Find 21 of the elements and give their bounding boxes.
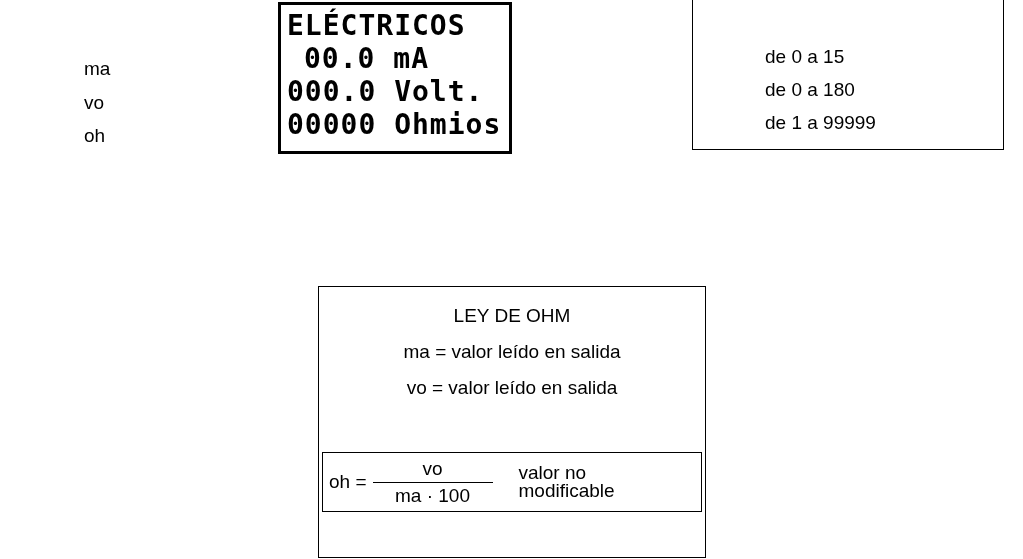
formula-box [322, 452, 702, 512]
variable-label: vo [84, 92, 105, 114]
range-box [692, 0, 1004, 150]
definition-text: ma = valor leído en salida [403, 341, 621, 363]
range-text: de 0 a 15 [765, 46, 846, 68]
definition-text: vo = valor leído en salida [406, 377, 618, 399]
range-text: de 1 a 99999 [765, 112, 877, 134]
denominator: ma · 100 [395, 483, 470, 506]
display-line: ELÉCTRICOS [287, 9, 467, 42]
range-text: de 0 a 180 [765, 79, 856, 101]
variable-label: ma [84, 58, 111, 80]
display-line: 00.0 mA [303, 42, 430, 75]
variable-label: oh [84, 125, 106, 147]
display-line: 00000 Ohmios [287, 108, 503, 141]
formula-lhs: oh = [329, 472, 367, 492]
ohm-law-box [318, 286, 706, 558]
numerator: vo [422, 458, 443, 481]
box-heading: LEY DE OHM [453, 305, 571, 327]
display-line: 000.0 Volt. [287, 75, 485, 108]
formula-note: valor no modificable [518, 464, 616, 500]
lcd-display [278, 2, 512, 154]
